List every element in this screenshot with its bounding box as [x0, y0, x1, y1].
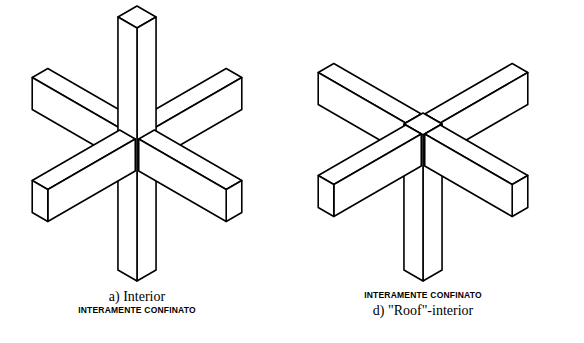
- member-face: [139, 139, 226, 222]
- member-face: [32, 181, 48, 222]
- member-face: [48, 139, 135, 222]
- member-face: [318, 176, 334, 217]
- interior-joint-drawing: [32, 6, 242, 281]
- member-face: [226, 181, 242, 222]
- figure-caption: a) Interior: [109, 289, 165, 304]
- member-face: [334, 134, 421, 217]
- figure-caption: d) "Roof"-interior: [373, 303, 473, 318]
- member-face: [512, 176, 528, 217]
- confinement-note: INTERAMENTE CONFINATO: [78, 306, 196, 315]
- member-face: [425, 134, 512, 217]
- confinement-note: INTERAMENTE CONFINATO: [364, 291, 482, 300]
- roof-interior-joint-drawing: [318, 64, 528, 282]
